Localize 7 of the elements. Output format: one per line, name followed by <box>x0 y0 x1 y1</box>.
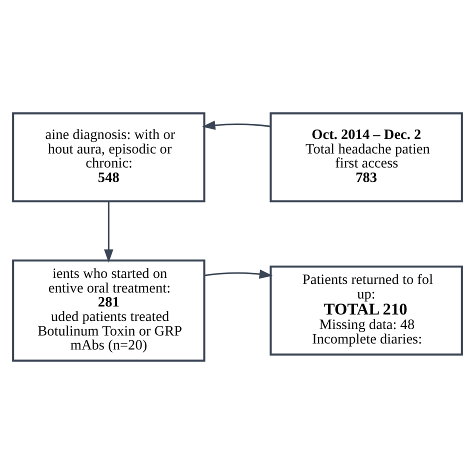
arrow <box>204 270 272 279</box>
node-box: ients who started on entive oral treatment: 281 uded patients treated Botulinum Toxin or GRP mAbs (n=20) <box>12 260 205 362</box>
node-box: aine diagnosis: with or hout aura, episodic or chronic: 548 <box>12 112 205 202</box>
arrow <box>201 120 270 130</box>
arrow <box>104 201 113 263</box>
node-box: Patients returned to fol up: TOTAL 210 Missing data: 48 Incomplete diaries: <box>269 266 462 356</box>
node-box: Oct. 2014 – Dec. 2 Total headache patien first access 783 <box>269 112 462 202</box>
